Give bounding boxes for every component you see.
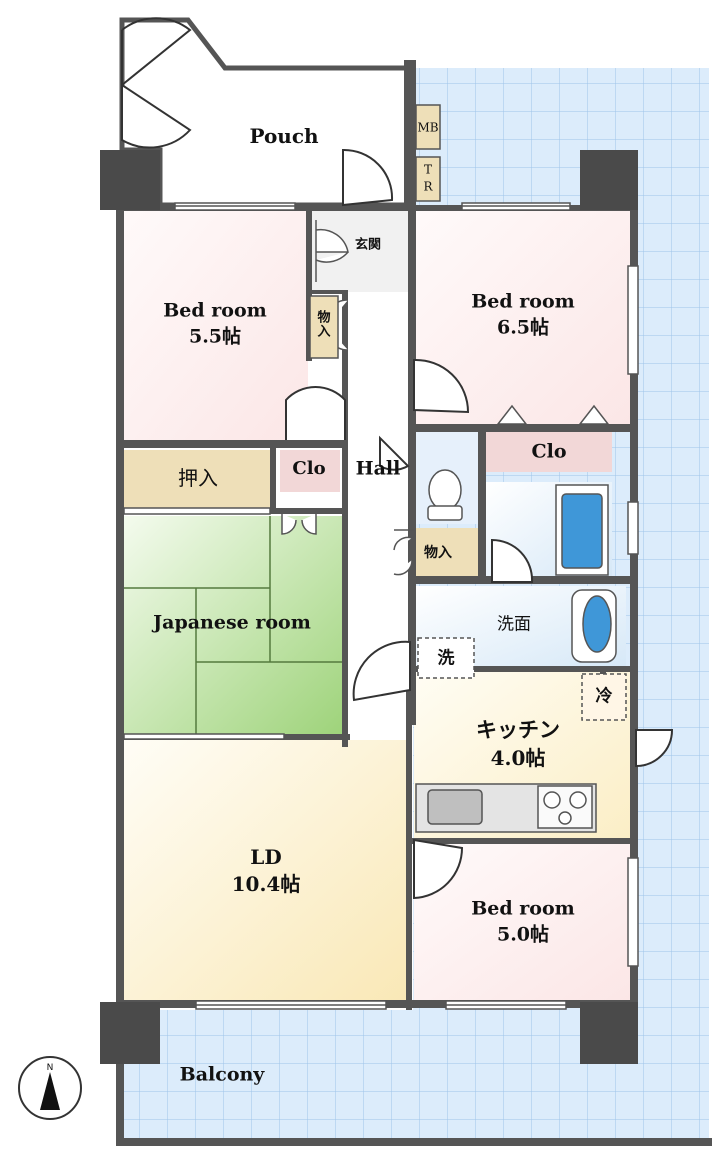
- clo1-floor: [280, 450, 340, 492]
- north-label: N: [46, 1062, 54, 1073]
- washing-machine-space: [417, 637, 475, 679]
- windows: [123, 202, 639, 1010]
- tr-box: [415, 156, 441, 202]
- washbasin: [571, 589, 617, 663]
- hall-label: Hall: [355, 457, 401, 480]
- north-arrow-icon: [40, 1072, 60, 1110]
- kitchen-name: キッチン: [476, 717, 560, 743]
- columns: [100, 150, 638, 1064]
- storage1-box: [309, 295, 339, 359]
- toilet: [427, 469, 463, 521]
- closet-doors: [281, 220, 610, 576]
- bathtub: [555, 484, 609, 576]
- storage-floor: [416, 528, 478, 576]
- storage1-label: 物入: [317, 310, 331, 340]
- japanese-room-floor: [124, 516, 344, 734]
- bedroom-5-0-name: Bed room: [471, 897, 575, 920]
- bedroom-5-5-floor: [122, 208, 308, 440]
- balcony-bottom-floor: [120, 1010, 640, 1144]
- clo2-floor: [486, 432, 612, 472]
- genkan-label: 玄関: [354, 237, 382, 253]
- tr-r-label: R: [423, 179, 433, 194]
- pouch-label: Pouch: [249, 123, 319, 148]
- fridge-space: [581, 673, 627, 721]
- washing-machine-label: 洗: [437, 648, 455, 669]
- balcony-label: Balcony: [179, 1063, 265, 1086]
- oshiire-label: 押入: [178, 465, 218, 490]
- ld-floor: [124, 740, 408, 1002]
- bedroom-5-5-name: Bed room: [163, 299, 267, 322]
- japanese-room-label: Japanese room: [153, 611, 311, 634]
- clo2-label: Clo: [531, 440, 567, 463]
- bedroom-5-0-size: 5.0帖: [496, 923, 550, 946]
- bedroom-5-5-size: 5.5帖: [188, 325, 242, 348]
- tr-t-label: T: [423, 162, 433, 177]
- bedroom-6-5-size: 6.5帖: [496, 316, 550, 339]
- ld-name: LD: [250, 844, 282, 869]
- kitchen-counter: [415, 783, 597, 833]
- ld-size: 10.4帖: [231, 871, 301, 896]
- bedroom-6-5-name: Bed room: [471, 290, 575, 313]
- washroom-label: 洗面: [497, 614, 531, 635]
- clo1-label: Clo: [292, 457, 326, 479]
- mb-box: [415, 104, 441, 150]
- fridge-label: 冷: [595, 686, 613, 707]
- door-swings: [121, 17, 674, 900]
- north-compass: N: [18, 1056, 82, 1120]
- storage2-label: 物入: [424, 545, 452, 562]
- mb-label: MB: [417, 120, 439, 135]
- tatami-lines: [124, 516, 344, 734]
- oshiire-floor: [124, 450, 270, 508]
- kitchen-size: 4.0帖: [490, 745, 546, 770]
